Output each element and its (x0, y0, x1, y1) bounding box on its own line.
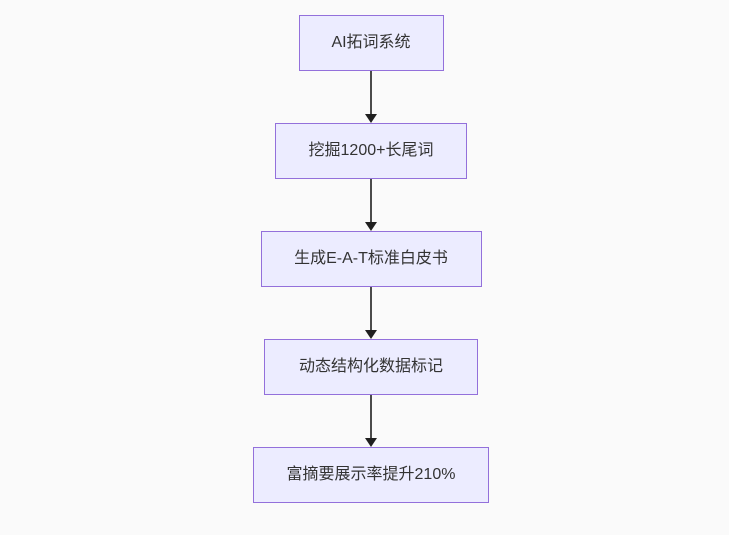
flowchart-node-longtail-keywords: 挖掘1200+长尾词 (275, 123, 467, 179)
arrow-line (370, 179, 372, 223)
flow-arrow-2 (364, 179, 378, 231)
node-label: 生成E-A-T标准白皮书 (294, 250, 448, 268)
node-label: 挖掘1200+长尾词 (308, 142, 434, 160)
node-label: AI拓词系统 (331, 34, 411, 52)
flowchart-node-structured-data-markup: 动态结构化数据标记 (264, 339, 478, 395)
arrow-down-icon (365, 114, 377, 123)
flow-arrow-4 (364, 395, 378, 447)
flowchart-canvas: AI拓词系统 挖掘1200+长尾词 生成E-A-T标准白皮书 动态结构化数据标记… (253, 15, 489, 503)
node-label: 动态结构化数据标记 (298, 358, 443, 376)
arrow-down-icon (365, 222, 377, 231)
node-label: 富摘要展示率提升210% (286, 466, 456, 484)
flowchart-node-eat-whitepaper: 生成E-A-T标准白皮书 (260, 231, 482, 287)
flow-arrow-1 (364, 71, 378, 123)
flowchart-node-ai-keyword-system: AI拓词系统 (298, 15, 444, 71)
arrow-line (370, 71, 372, 115)
arrow-down-icon (365, 438, 377, 447)
arrow-line (370, 287, 372, 331)
arrow-line (370, 395, 372, 439)
flow-arrow-3 (364, 287, 378, 339)
arrow-down-icon (365, 330, 377, 339)
flowchart-node-rich-snippet-rate: 富摘要展示率提升210% (253, 447, 489, 503)
